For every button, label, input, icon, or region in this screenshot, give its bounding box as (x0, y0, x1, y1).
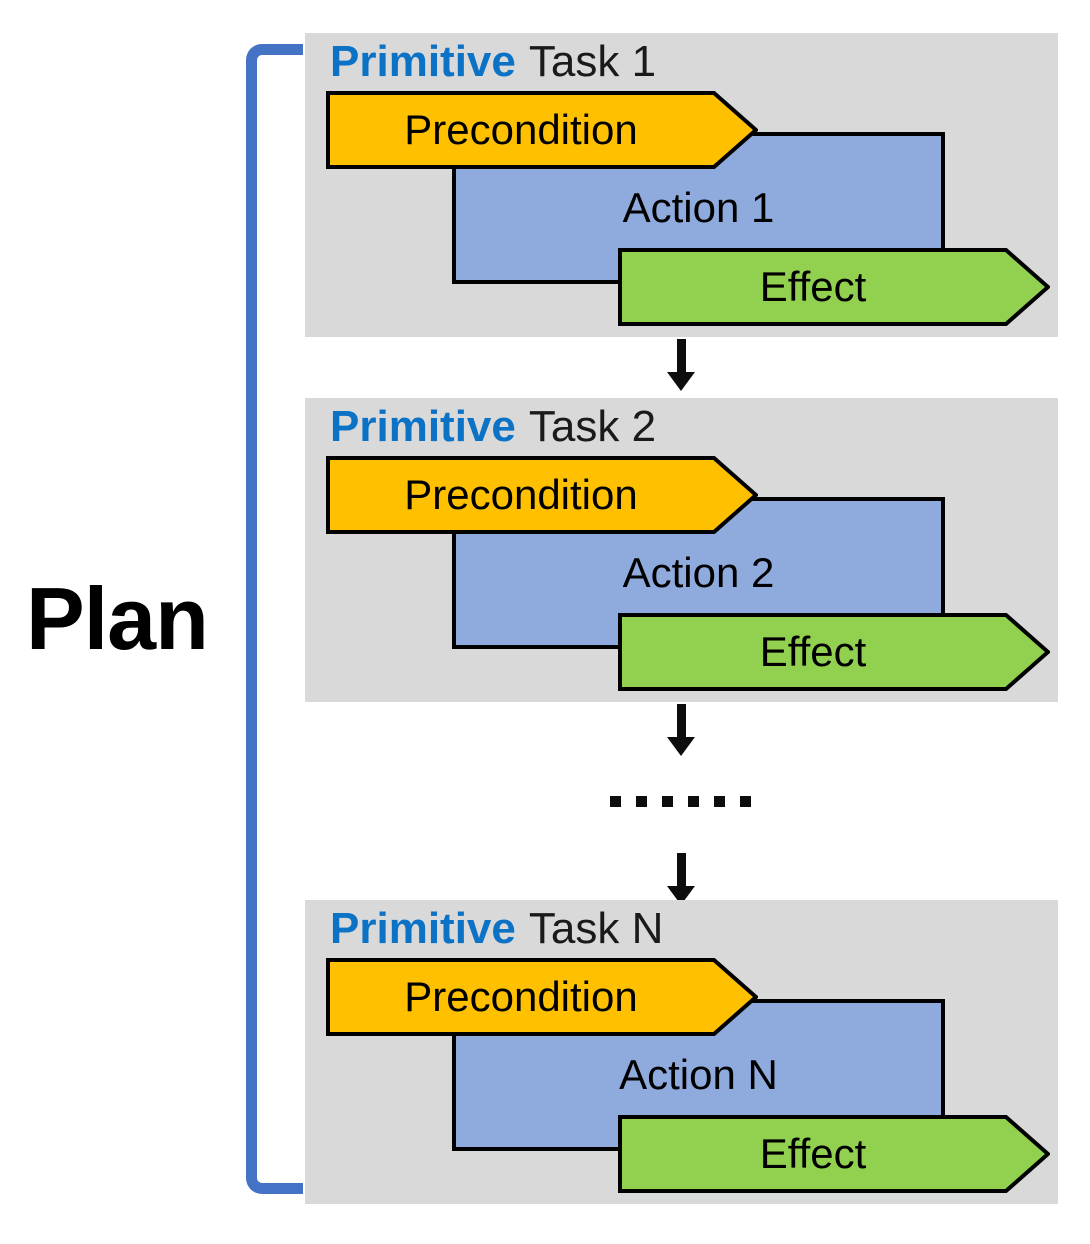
precondition-arrow (326, 456, 758, 534)
precondition-shape (326, 958, 758, 1036)
effect-shape (618, 613, 1050, 691)
plan-bracket (246, 44, 303, 1194)
effect-shape (618, 248, 1050, 326)
effect-arrow (618, 1115, 1050, 1193)
flow-arrow-3 (667, 853, 695, 905)
task-title: Primitive Task N (330, 904, 663, 954)
precondition-shape (326, 91, 758, 169)
task-number-label: Task 1 (528, 37, 657, 86)
task-number-label: Task N (528, 904, 664, 953)
effect-arrow (618, 613, 1050, 691)
ellipsis-dot (610, 795, 621, 807)
task-title: Primitive Task 2 (330, 402, 656, 452)
action-label: Action N (619, 1051, 778, 1098)
primitive-label: Primitive (330, 904, 516, 953)
action-label: Action 1 (622, 184, 775, 231)
precondition-arrow (326, 91, 758, 169)
arrow-head-icon (667, 372, 695, 391)
effect-arrow (618, 248, 1050, 326)
arrow-head-icon (667, 737, 695, 756)
primitive-label: Primitive (330, 37, 516, 86)
precondition-shape (326, 456, 758, 534)
effect-shape (618, 1115, 1050, 1193)
arrow-stem (676, 704, 686, 737)
plan-label: Plan (26, 569, 209, 668)
ellipsis-dot (688, 795, 699, 807)
ellipsis-dot (636, 795, 647, 807)
task-box-2: Primitive Task 2 Precondition Action 2 E… (305, 398, 1058, 702)
arrow-stem (676, 853, 686, 886)
ellipsis-dot (662, 795, 673, 807)
task-title: Primitive Task 1 (330, 37, 656, 87)
ellipsis-dot (740, 795, 751, 807)
flow-arrow-1 (667, 339, 695, 391)
ellipsis-dot (714, 795, 725, 807)
primitive-label: Primitive (330, 402, 516, 451)
task-number-label: Task 2 (528, 402, 657, 451)
action-label: Action 2 (622, 549, 775, 596)
precondition-arrow (326, 958, 758, 1036)
task-box-n: Primitive Task N Precondition Action N E… (305, 900, 1058, 1204)
ellipsis-dots (610, 795, 751, 807)
flow-arrow-2 (667, 704, 695, 756)
task-box-1: Primitive Task 1 Precondition Action 1 E… (305, 33, 1058, 337)
arrow-stem (676, 339, 686, 372)
